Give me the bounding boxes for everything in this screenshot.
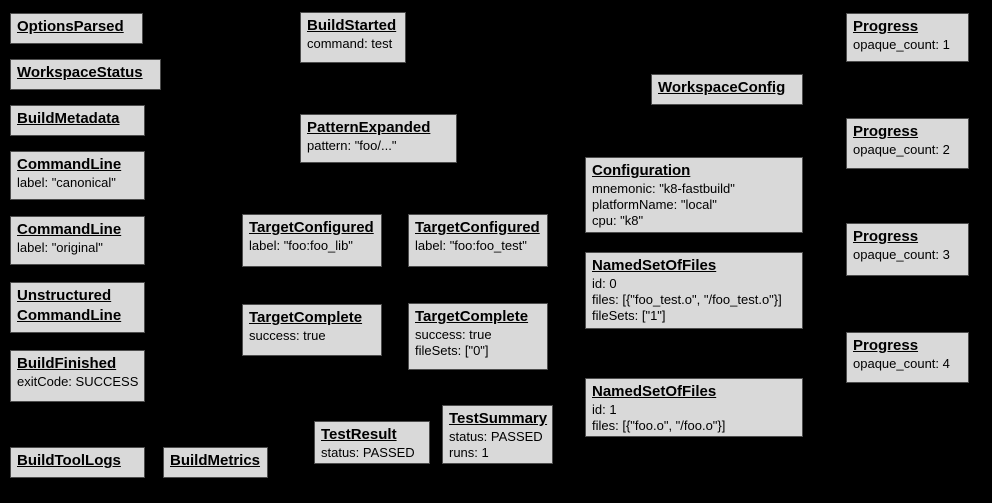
event-title: Unstructured CommandLine bbox=[17, 287, 122, 324]
event-progress-4: Progress opaque_count: 4 bbox=[846, 332, 969, 383]
event-field: platformName: "local" bbox=[592, 197, 717, 212]
event-unstructured-command-line: Unstructured CommandLine bbox=[10, 282, 145, 333]
event-field: command: test bbox=[307, 36, 393, 51]
event-field: fileSets: ["1"] bbox=[592, 308, 666, 323]
event-title: Progress bbox=[853, 18, 919, 35]
event-field: exitCode: SUCCESS bbox=[17, 374, 139, 389]
event-field: opaque_count: 4 bbox=[853, 356, 950, 371]
event-title: Configuration bbox=[592, 162, 691, 179]
event-title: WorkspaceConfig bbox=[658, 79, 786, 96]
event-title: BuildToolLogs bbox=[17, 452, 121, 469]
event-build-started: BuildStarted command: test bbox=[300, 12, 406, 63]
event-test-summary: TestSummary status: PASSED runs: 1 bbox=[442, 405, 553, 464]
event-workspace-status: WorkspaceStatus bbox=[10, 59, 161, 90]
event-field: label: "foo:foo_lib" bbox=[249, 238, 353, 253]
event-title: BuildStarted bbox=[307, 17, 397, 34]
event-pattern-expanded: PatternExpanded pattern: "foo/..." bbox=[300, 114, 457, 163]
event-target-complete-foo-lib: TargetComplete success: true bbox=[242, 304, 382, 356]
event-named-set-of-files-1: NamedSetOfFiles id: 1 files: [{"foo.o", … bbox=[585, 378, 803, 437]
event-options-parsed: OptionsParsed bbox=[10, 13, 143, 44]
event-progress-3: Progress opaque_count: 3 bbox=[846, 223, 969, 276]
event-title: PatternExpanded bbox=[307, 119, 431, 136]
event-target-configured-foo-test: TargetConfigured label: "foo:foo_test" bbox=[408, 214, 548, 267]
event-title: Progress bbox=[853, 337, 919, 354]
event-field: success: true bbox=[415, 327, 492, 342]
event-title: BuildFinished bbox=[17, 355, 117, 372]
event-field: status: PASSED bbox=[321, 445, 415, 460]
event-title: TargetComplete bbox=[415, 308, 529, 325]
event-title: TestResult bbox=[321, 426, 397, 443]
event-command-line-canonical: CommandLine label: "canonical" bbox=[10, 151, 145, 200]
event-field: label: "canonical" bbox=[17, 175, 116, 190]
event-field: files: [{"foo_test.o", "/foo_test.o"}] bbox=[592, 292, 782, 307]
event-title: TargetConfigured bbox=[415, 219, 540, 236]
event-field: pattern: "foo/..." bbox=[307, 138, 397, 153]
event-field: success: true bbox=[249, 328, 326, 343]
event-title: Progress bbox=[853, 228, 919, 245]
event-field: opaque_count: 2 bbox=[853, 142, 950, 157]
event-field: fileSets: ["0"] bbox=[415, 343, 489, 358]
event-field: opaque_count: 1 bbox=[853, 37, 950, 52]
event-named-set-of-files-0: NamedSetOfFiles id: 0 files: [{"foo_test… bbox=[585, 252, 803, 329]
event-target-configured-foo-lib: TargetConfigured label: "foo:foo_lib" bbox=[242, 214, 382, 267]
event-title: NamedSetOfFiles bbox=[592, 257, 717, 274]
event-workspace-config: WorkspaceConfig bbox=[651, 74, 803, 105]
event-field: id: 0 bbox=[592, 276, 617, 291]
event-title: BuildMetadata bbox=[17, 110, 120, 127]
event-field: mnemonic: "k8-fastbuild" bbox=[592, 181, 735, 196]
event-title: CommandLine bbox=[17, 221, 122, 238]
event-field: runs: 1 bbox=[449, 445, 489, 460]
event-test-result: TestResult status: PASSED bbox=[314, 421, 430, 464]
event-build-metrics: BuildMetrics bbox=[163, 447, 268, 478]
event-title: Progress bbox=[853, 123, 919, 140]
event-field: files: [{"foo.o", "/foo.o"}] bbox=[592, 418, 726, 433]
event-title: TargetConfigured bbox=[249, 219, 374, 236]
event-field: label: "original" bbox=[17, 240, 103, 255]
event-progress-2: Progress opaque_count: 2 bbox=[846, 118, 969, 169]
event-title: NamedSetOfFiles bbox=[592, 383, 717, 400]
event-field: cpu: "k8" bbox=[592, 213, 644, 228]
event-title: TestSummary bbox=[449, 410, 548, 427]
event-progress-1: Progress opaque_count: 1 bbox=[846, 13, 969, 62]
event-field: label: "foo:foo_test" bbox=[415, 238, 527, 253]
event-title: OptionsParsed bbox=[17, 18, 124, 35]
event-build-metadata: BuildMetadata bbox=[10, 105, 145, 136]
event-command-line-original: CommandLine label: "original" bbox=[10, 216, 145, 265]
event-title: WorkspaceStatus bbox=[17, 64, 143, 81]
event-field: opaque_count: 3 bbox=[853, 247, 950, 262]
event-target-complete-foo-test: TargetComplete success: true fileSets: [… bbox=[408, 303, 548, 370]
event-build-tool-logs: BuildToolLogs bbox=[10, 447, 145, 478]
event-title: TargetComplete bbox=[249, 309, 363, 326]
event-build-finished: BuildFinished exitCode: SUCCESS bbox=[10, 350, 145, 402]
event-configuration: Configuration mnemonic: "k8-fastbuild" p… bbox=[585, 157, 803, 233]
event-field: status: PASSED bbox=[449, 429, 543, 444]
event-title: BuildMetrics bbox=[170, 452, 261, 469]
event-title: CommandLine bbox=[17, 156, 122, 173]
event-field: id: 1 bbox=[592, 402, 617, 417]
